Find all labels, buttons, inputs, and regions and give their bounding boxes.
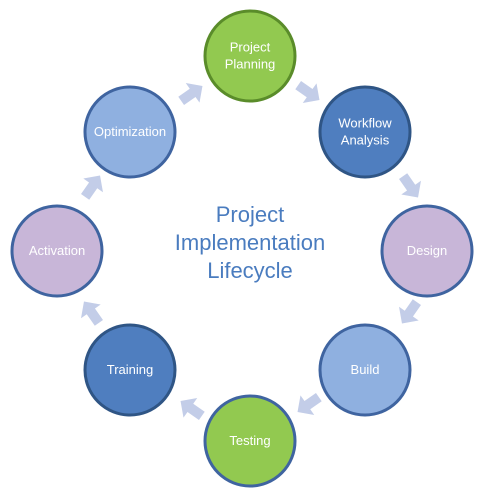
node-circle-optimization	[83, 85, 177, 179]
flow-arrow-8	[178, 83, 203, 105]
node-build: Build	[318, 323, 412, 417]
node-circle-design	[380, 204, 474, 298]
flow-arrow-1	[295, 81, 320, 103]
node-circle-workflow-analysis	[318, 85, 412, 179]
diagram-title-line-1: Project	[215, 202, 285, 227]
node-circle-training	[83, 323, 177, 417]
node-label-workflow-analysis: Analysis	[341, 133, 390, 148]
diagram-title-line-2: Implementation	[174, 230, 326, 255]
diagram-title-line-3: Lifecycle	[207, 258, 293, 283]
flow-arrow-7	[81, 175, 103, 200]
node-label-activation: Activation	[29, 243, 85, 258]
node-label-optimization: Optimization	[94, 124, 166, 139]
node-label-testing: Testing	[229, 433, 270, 448]
diagram-title: Project Implementation Lifecycle	[120, 201, 380, 285]
node-design: Design	[380, 204, 474, 298]
node-testing: Testing	[203, 394, 297, 488]
node-training: Training	[83, 323, 177, 417]
node-label-workflow-analysis: Workflow	[338, 116, 392, 131]
node-circle-project-planning	[203, 9, 297, 103]
node-label-build: Build	[351, 362, 380, 377]
node-label-training: Training	[107, 362, 153, 377]
node-optimization: Optimization	[83, 85, 177, 179]
flow-arrow-2	[399, 173, 421, 198]
flow-arrow-3	[399, 299, 421, 324]
node-circle-testing	[203, 394, 297, 488]
node-label-project-planning: Planning	[225, 57, 276, 72]
node-label-design: Design	[407, 243, 447, 258]
flow-arrow-4	[297, 393, 322, 415]
flow-arrow-6	[81, 301, 103, 326]
node-label-project-planning: Project	[230, 40, 271, 55]
node-circle-activation	[10, 204, 104, 298]
node-circle-build	[318, 323, 412, 417]
flow-arrow-5	[180, 398, 205, 420]
node-activation: Activation	[10, 204, 104, 298]
